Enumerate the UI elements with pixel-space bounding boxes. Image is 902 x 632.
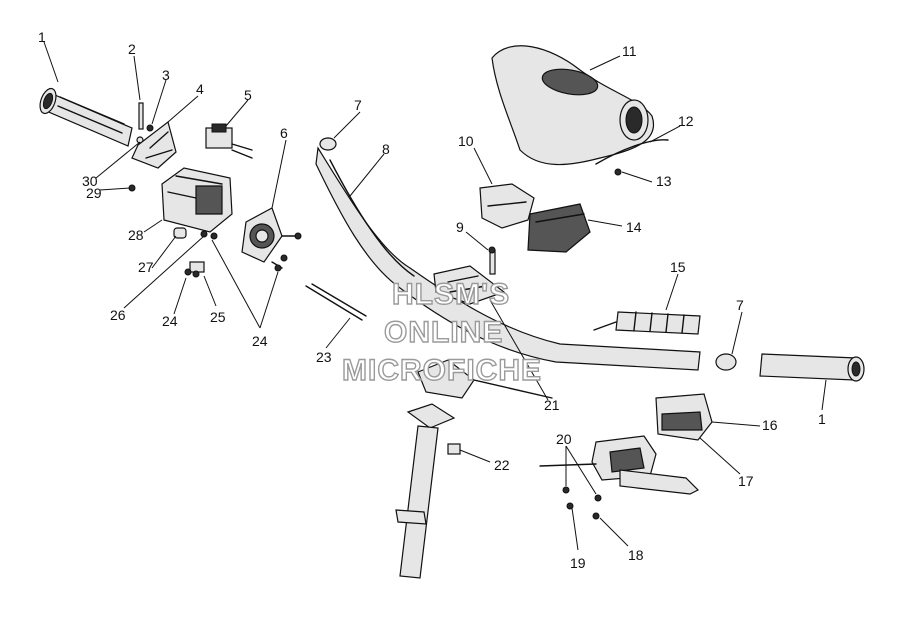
left-grip (39, 87, 133, 147)
screw-18 (592, 512, 600, 520)
callout-12: 12 (678, 113, 694, 129)
plate-25 (189, 261, 205, 273)
callout-24: 24 (252, 333, 268, 349)
bar-end-plug-7-right (715, 353, 737, 371)
watermark-line-3: MICROFICHE (342, 354, 542, 387)
lower-clamp-21 (417, 359, 553, 399)
screw-24-left (184, 268, 200, 278)
watermark-line-1: HLSM'S (392, 278, 510, 311)
callout-6: 6 (280, 125, 288, 141)
screws-20 (562, 486, 602, 502)
hand-guard-10 (479, 183, 535, 229)
heater-grip-15 (593, 311, 701, 335)
callout-29: 29 (86, 185, 102, 201)
callout-18: 18 (628, 547, 644, 563)
watermark-line-2: ONLINE (384, 316, 503, 349)
callout-4: 4 (196, 81, 204, 97)
callout-30: 30 (82, 173, 98, 189)
callout-23: 23 (316, 349, 332, 365)
callout-21: 21 (544, 397, 560, 413)
callout-2: 2 (128, 41, 136, 57)
nut-22 (447, 443, 461, 455)
switch-housing-16 (655, 393, 713, 441)
throttle-housing-28 (161, 167, 233, 233)
steering-post (395, 403, 456, 579)
switch-5 (205, 123, 253, 159)
callout-17: 17 (738, 473, 754, 489)
bracket-4 (131, 120, 177, 169)
callout-9: 9 (456, 219, 464, 235)
callout-22: 22 (494, 457, 510, 473)
callout-19: 19 (570, 555, 586, 571)
callout-5: 5 (244, 87, 252, 103)
callout-7-left: 7 (354, 97, 362, 113)
callout-11: 11 (622, 43, 637, 59)
callout-10: 10 (458, 133, 474, 149)
callout-13: 13 (656, 173, 672, 189)
callout-24-lower: 24 (162, 313, 178, 329)
screw-19 (566, 502, 574, 510)
switch-housing-6 (241, 207, 302, 272)
callout-26: 26 (110, 307, 126, 323)
callout-7-right: 7 (736, 297, 744, 313)
handlebar-8 (315, 146, 701, 371)
screw-26 (200, 230, 218, 240)
screw-3 (146, 124, 154, 132)
callout-1-left: 1 (38, 29, 46, 45)
callout-27: 27 (138, 259, 154, 275)
cap-27 (173, 227, 187, 239)
guard-14 (527, 203, 591, 253)
callout-1-right: 1 (818, 411, 826, 427)
callout-14: 14 (626, 219, 642, 235)
right-grip (759, 353, 865, 382)
leader-lines (43, 41, 827, 551)
callout-20: 20 (556, 431, 572, 447)
wire-12 (595, 139, 669, 165)
callout-25: 25 (210, 309, 226, 325)
callout-28: 28 (128, 227, 144, 243)
screw-13 (614, 168, 622, 176)
callout-16: 16 (762, 417, 778, 433)
pin-2 (138, 102, 144, 130)
callout-3: 3 (162, 67, 170, 83)
brake-lever-assembly (539, 435, 700, 495)
callout-8: 8 (382, 141, 390, 157)
callout-15: 15 (670, 259, 686, 275)
shroud-11 (491, 45, 655, 166)
upper-clamp (433, 265, 506, 305)
bolt-9 (488, 246, 496, 275)
bar-end-plug-7-left (319, 137, 337, 151)
watermark: HLSM'S ONLINE MICROFICHE (341, 277, 542, 387)
callout-numbers: 1 2 3 4 5 6 7 8 9 10 11 12 13 14 15 7 1 … (38, 29, 826, 571)
throttle-cable-23 (305, 283, 367, 321)
